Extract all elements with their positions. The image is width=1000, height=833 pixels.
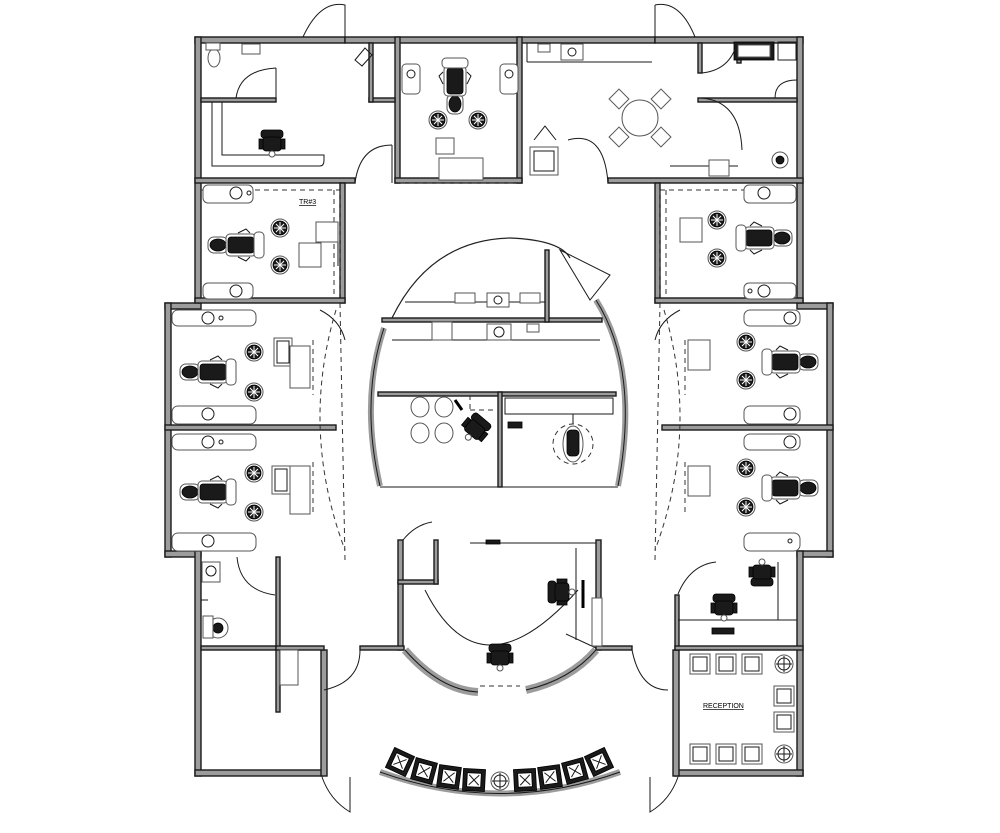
plant-icon — [774, 744, 794, 764]
sink-icon — [743, 184, 797, 300]
chair-icon — [741, 653, 763, 675]
reception-area: RECEPTION — [631, 558, 804, 765]
stool-icon — [428, 110, 448, 130]
stool-icon — [707, 248, 727, 268]
right-operatories — [654, 182, 834, 552]
chair-icon — [773, 711, 795, 733]
sink-icon — [401, 63, 519, 95]
stool-icon — [468, 110, 488, 130]
chair-icon — [583, 746, 615, 778]
chair-icon — [773, 685, 795, 707]
stool-icon — [270, 255, 290, 275]
chair-icon — [455, 409, 495, 449]
dental-chair-icon — [735, 221, 793, 255]
chair-icon — [486, 643, 514, 672]
chair-icon — [547, 578, 576, 606]
chair-icon — [689, 743, 711, 765]
chair-icon — [461, 767, 487, 793]
waiting-bench — [378, 746, 622, 797]
front-desk — [359, 521, 633, 696]
chair-icon — [715, 743, 737, 765]
dental-chair-icon — [179, 355, 237, 389]
dental-chair-icon — [761, 345, 819, 379]
left-operatories — [164, 182, 346, 552]
stool-icon — [244, 463, 264, 483]
toilet-icon — [205, 42, 261, 68]
chair-icon — [715, 653, 737, 675]
chair-icon — [741, 743, 763, 765]
stool-icon — [270, 218, 290, 238]
exterior-arcs — [302, 3, 696, 813]
dental-chair-icon — [438, 57, 472, 115]
stool-icon — [244, 502, 264, 522]
stool-icon — [244, 382, 264, 402]
stool-icon — [244, 342, 264, 362]
chair-icon — [258, 129, 286, 158]
dental-chair-icon — [179, 475, 237, 509]
chair-icon — [537, 764, 563, 790]
reception-label: RECEPTION — [703, 703, 744, 710]
sink-icon — [202, 184, 254, 300]
stool-icon — [707, 210, 727, 230]
chair-icon — [710, 593, 738, 622]
lower-left-rooms — [200, 556, 361, 713]
corridor-dashes-top — [201, 182, 797, 191]
dental-chair-icon — [207, 228, 265, 262]
upper-room-details — [205, 41, 798, 184]
central-core — [367, 237, 629, 488]
stool-icon — [736, 497, 756, 517]
stool-icon — [736, 370, 756, 390]
stool-icon — [736, 332, 756, 352]
chair-icon — [436, 764, 462, 790]
treatment-room-label: TR#3 — [299, 199, 316, 206]
plant-icon — [490, 771, 510, 791]
chair-icon — [689, 653, 711, 675]
chair-icon — [748, 558, 776, 587]
table-icon — [608, 88, 672, 148]
chair-icon — [512, 767, 538, 793]
stool-icon — [736, 458, 756, 478]
dental-chair-icon — [761, 471, 819, 505]
plant-icon — [774, 654, 794, 674]
corridor-dashes — [319, 302, 681, 561]
